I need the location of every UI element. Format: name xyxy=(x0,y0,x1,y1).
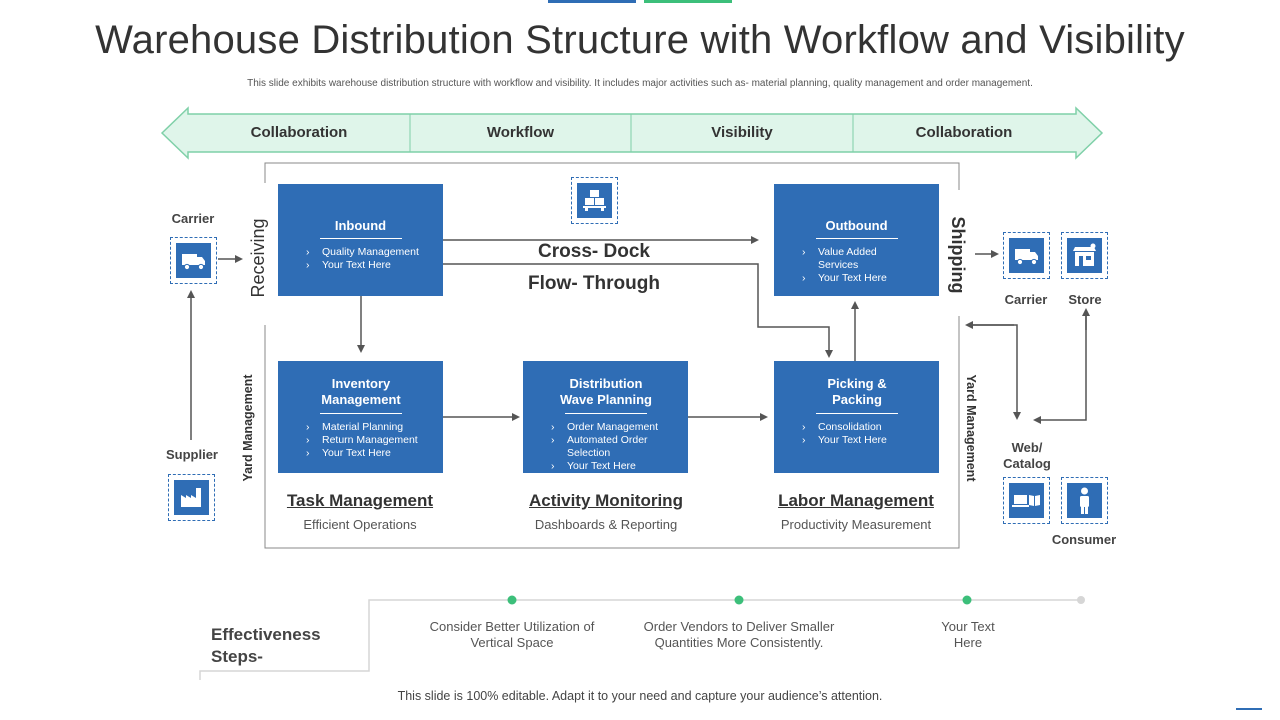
supplier-node xyxy=(168,474,215,521)
truck-icon xyxy=(1009,238,1044,273)
pallet-icon-frame xyxy=(571,177,618,224)
top-accent-bar-green xyxy=(644,0,732,3)
yard-management-left-label: Yard Management xyxy=(241,374,255,482)
effectiveness-step: Order Vendors to Deliver Smaller Quantit… xyxy=(643,619,835,650)
page-title: Warehouse Distribution Structure with Wo… xyxy=(95,18,1185,62)
carrier-left-label: Carrier xyxy=(171,211,215,226)
picking-title: Picking & Packing xyxy=(827,376,887,407)
distribution-title: Distribution Wave Planning xyxy=(560,376,652,407)
outbound-box: Outbound Value Added Services Your Text … xyxy=(774,184,939,296)
inventory-item: Return Management xyxy=(306,434,418,447)
store-label: Store xyxy=(1068,292,1102,307)
inventory-item: Your Text Here xyxy=(306,447,418,460)
task-management-title: Task Management xyxy=(286,491,434,510)
picking-item: Consolidation xyxy=(802,421,887,434)
labor-management-title: Labor Management xyxy=(778,491,934,510)
distribution-item: Your Text Here xyxy=(551,460,667,473)
distribution-item: Order Management xyxy=(551,421,667,434)
inbound-title: Inbound xyxy=(334,218,387,233)
person-icon xyxy=(1067,483,1102,518)
factory-icon xyxy=(174,480,209,515)
activity-monitoring: Activity Monitoring Dashboards & Reporti… xyxy=(496,491,716,532)
cross-dock-label: Cross- Dock xyxy=(538,241,650,262)
distribution-wave-planning-box: Distribution Wave Planning Order Managem… xyxy=(523,361,688,473)
inbound-item: Quality Management xyxy=(306,246,419,259)
boxes-icon xyxy=(577,183,612,218)
store-icon xyxy=(1067,238,1102,273)
inbound-box: Inbound Quality Management Your Text Her… xyxy=(278,184,443,296)
process-band-arrow xyxy=(160,106,1104,160)
store-node xyxy=(1061,232,1108,279)
labor-management: Labor Management Productivity Measuremen… xyxy=(746,491,966,532)
shipping-label: Shipping xyxy=(948,216,968,294)
warehouse-frame xyxy=(264,162,960,549)
task-management-subtitle: Efficient Operations xyxy=(303,517,417,532)
page-subtitle: This slide exhibits warehouse distributi… xyxy=(247,78,1033,89)
outbound-item: Your Text Here xyxy=(802,272,898,285)
flow-through-label: Flow- Through xyxy=(528,273,660,294)
laptop-catalog-icon xyxy=(1009,483,1044,518)
consumer-label: Consumer xyxy=(1051,532,1117,547)
distribution-item: Automated Order Selection xyxy=(551,434,667,460)
effectiveness-label: Effectiveness Steps- xyxy=(211,625,321,666)
outbound-title: Outbound xyxy=(825,218,888,233)
consumer-node xyxy=(1061,477,1108,524)
top-accent-bar-blue xyxy=(548,0,636,3)
timeline-dot xyxy=(734,595,744,605)
inventory-item: Material Planning xyxy=(306,421,418,434)
effectiveness-step: Consider Better Utilization of Vertical … xyxy=(429,619,595,650)
picking-packing-box: Picking & Packing Consolidation Your Tex… xyxy=(774,361,939,473)
inventory-title: Inventory Management xyxy=(321,376,401,407)
activity-monitoring-title: Activity Monitoring xyxy=(529,491,683,510)
web-catalog-label: Web/ Catalog xyxy=(1003,440,1051,471)
carrier-left-node xyxy=(170,237,217,284)
receiving-label: Receiving xyxy=(248,218,268,298)
arrow-store-web xyxy=(1033,312,1087,424)
timeline-dot-end xyxy=(1077,596,1085,604)
picking-item: Your Text Here xyxy=(802,434,887,447)
activity-monitoring-subtitle: Dashboards & Reporting xyxy=(534,517,678,532)
band-label-workflow: Workflow xyxy=(486,124,555,141)
band-label-collaboration-2: Collaboration xyxy=(915,124,1013,141)
supplier-label: Supplier xyxy=(165,447,218,462)
outbound-item: Value Added Services xyxy=(802,246,898,272)
yard-management-right-label: Yard Management xyxy=(964,374,978,482)
inventory-management-box: Inventory Management Material Planning R… xyxy=(278,361,443,473)
timeline-dot xyxy=(962,595,972,605)
footer-note: This slide is 100% editable. Adapt it to… xyxy=(397,689,883,703)
labor-management-subtitle: Productivity Measurement xyxy=(780,517,932,532)
task-management: Task Management Efficient Operations xyxy=(250,491,470,532)
arrow-flow-through xyxy=(443,263,833,358)
carrier-right-node xyxy=(1003,232,1050,279)
carrier-right-label: Carrier xyxy=(1004,292,1048,307)
band-label-visibility: Visibility xyxy=(711,124,773,141)
effectiveness-bracket xyxy=(199,599,1078,680)
effectiveness-step: Your Text Here xyxy=(941,619,995,650)
web-catalog-node xyxy=(1003,477,1050,524)
timeline-dot xyxy=(507,595,517,605)
inbound-item: Your Text Here xyxy=(306,259,419,272)
band-label-collaboration: Collaboration xyxy=(250,124,348,141)
truck-icon xyxy=(176,243,211,278)
